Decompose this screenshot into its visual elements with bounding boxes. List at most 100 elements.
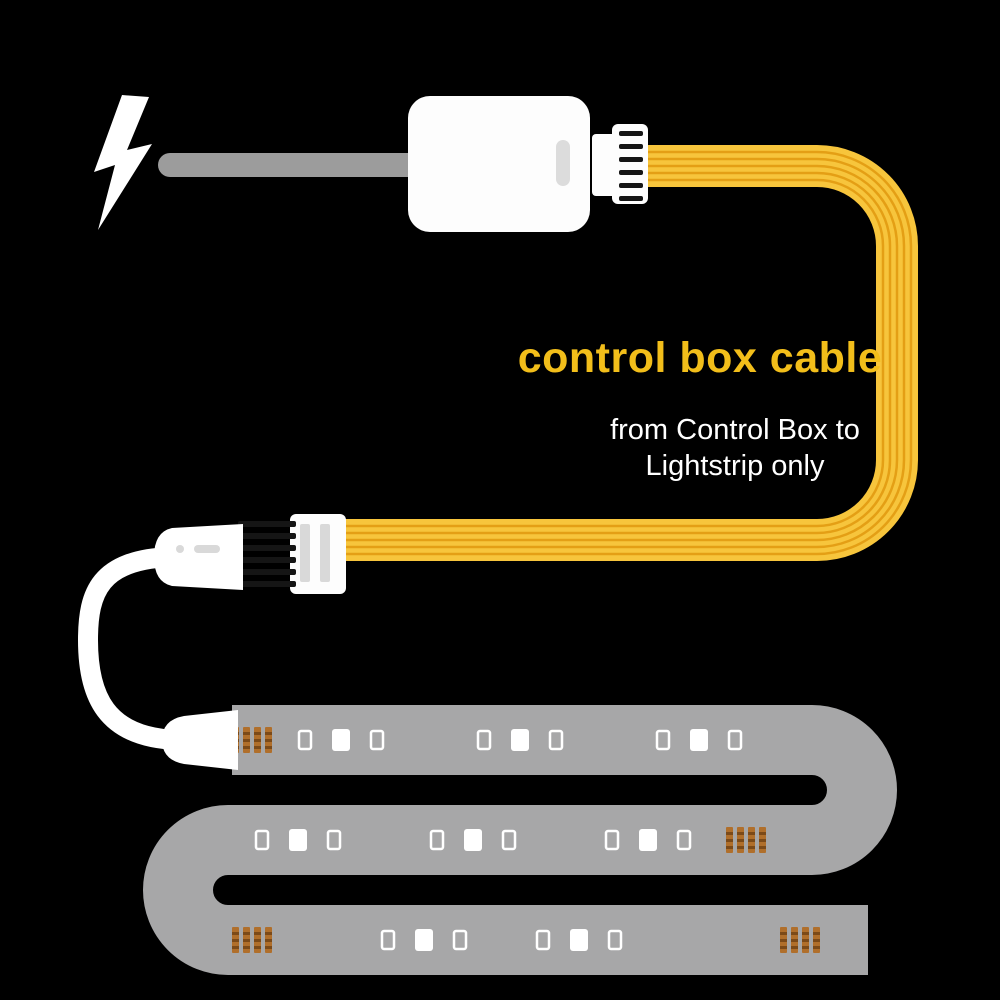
led-window	[501, 829, 517, 851]
solder-pad-stripe	[232, 946, 239, 949]
solder-pad-stripe	[748, 839, 755, 842]
solder-pad-stripe	[726, 832, 733, 835]
solder-pad-stripe	[791, 946, 798, 949]
housing-latch	[300, 524, 310, 582]
connector-pin	[619, 196, 643, 201]
plug-dash-detail	[194, 545, 220, 553]
led-window	[655, 729, 671, 751]
ribbon-wire-divider	[340, 164, 899, 542]
led-window	[326, 829, 342, 851]
solder-pad-stripe	[254, 746, 261, 749]
ribbon-connector-housing	[290, 514, 346, 594]
connector-pin	[619, 131, 643, 136]
led-window	[380, 929, 396, 951]
solder-pad-stripe	[243, 946, 250, 949]
lightstrip	[143, 705, 897, 975]
solder-pad-stripe	[265, 932, 272, 935]
ribbon-wire-divider	[340, 150, 913, 556]
solder-pad-stripe	[802, 946, 809, 949]
led-window	[676, 829, 692, 851]
male-pin	[238, 521, 296, 527]
solder-pad-stripe	[254, 946, 261, 949]
solder-pad-stripe	[254, 939, 261, 942]
solder-pad-stripe	[813, 939, 820, 942]
control-box-slot	[556, 140, 570, 186]
led-window	[297, 729, 313, 751]
led-window	[452, 929, 468, 951]
solder-pad-stripe	[726, 846, 733, 849]
led-chip	[639, 829, 657, 851]
ribbon-wire-divider	[340, 178, 885, 528]
solder-pad-stripe	[737, 832, 744, 835]
connector-pin	[619, 170, 643, 175]
led-chip	[690, 729, 708, 751]
solder-pad-stripe	[802, 939, 809, 942]
led-window	[369, 729, 385, 751]
control-box	[408, 96, 590, 232]
led-chip	[415, 929, 433, 951]
solder-pad-stripe	[759, 846, 766, 849]
solder-pad-stripe	[726, 839, 733, 842]
led-window	[548, 729, 564, 751]
subtitle-line1: from Control Box to	[610, 414, 860, 446]
solder-pad-stripe	[748, 832, 755, 835]
solder-pad-stripe	[791, 932, 798, 935]
lightning-bolt-icon	[94, 95, 152, 230]
led-window	[535, 929, 551, 951]
led-chip	[570, 929, 588, 951]
solder-pad-stripe	[254, 739, 261, 742]
led-chip	[289, 829, 307, 851]
subtitle: from Control Box to Lightstrip only	[560, 412, 910, 484]
connector-cable	[77, 547, 188, 750]
solder-pad-stripe	[780, 939, 787, 942]
male-pin	[238, 545, 296, 551]
ribbon-wire-divider	[340, 171, 892, 535]
solder-pad-stripe	[232, 939, 239, 942]
connector-pin	[619, 183, 643, 188]
ribbon-cable	[340, 145, 918, 561]
led-chip	[511, 729, 529, 751]
solder-pad-stripe	[759, 839, 766, 842]
led-window	[429, 829, 445, 851]
solder-pad-stripe	[265, 939, 272, 942]
solder-pad-stripe	[265, 739, 272, 742]
solder-pad-stripe	[243, 939, 250, 942]
solder-pad-stripe	[737, 846, 744, 849]
solder-pad-stripe	[265, 732, 272, 735]
solder-pad-stripe	[759, 832, 766, 835]
plug-dot-detail	[176, 545, 184, 553]
solder-pad-stripe	[254, 932, 261, 935]
ribbon-end-connector	[154, 514, 346, 594]
solder-pad-stripe	[802, 932, 809, 935]
solder-pad-stripe	[265, 746, 272, 749]
solder-pad-stripe	[265, 946, 272, 949]
control-box-connector	[592, 124, 648, 204]
cable-plug	[154, 524, 243, 590]
male-pin	[238, 569, 296, 575]
connector-neck	[592, 134, 616, 196]
solder-pad-stripe	[243, 732, 250, 735]
title: control box cable	[517, 334, 883, 382]
connector-pin	[619, 144, 643, 149]
solder-pad-stripe	[791, 939, 798, 942]
led-window	[254, 829, 270, 851]
connector-pin	[619, 157, 643, 162]
strip-input-connector	[162, 710, 238, 770]
solder-pad-stripe	[232, 932, 239, 935]
ribbon-wire-divider	[340, 157, 906, 549]
male-pin	[238, 533, 296, 539]
solder-pad-stripe	[243, 739, 250, 742]
led-chip	[464, 829, 482, 851]
solder-pad-stripe	[254, 732, 261, 735]
housing-latch	[320, 524, 330, 582]
led-window	[476, 729, 492, 751]
led-window	[607, 929, 623, 951]
male-pin	[238, 581, 296, 587]
subtitle-line2: Lightstrip only	[645, 450, 825, 482]
solder-pad-stripe	[780, 932, 787, 935]
solder-pad-stripe	[748, 846, 755, 849]
solder-pad-stripe	[780, 946, 787, 949]
led-chip	[332, 729, 350, 751]
